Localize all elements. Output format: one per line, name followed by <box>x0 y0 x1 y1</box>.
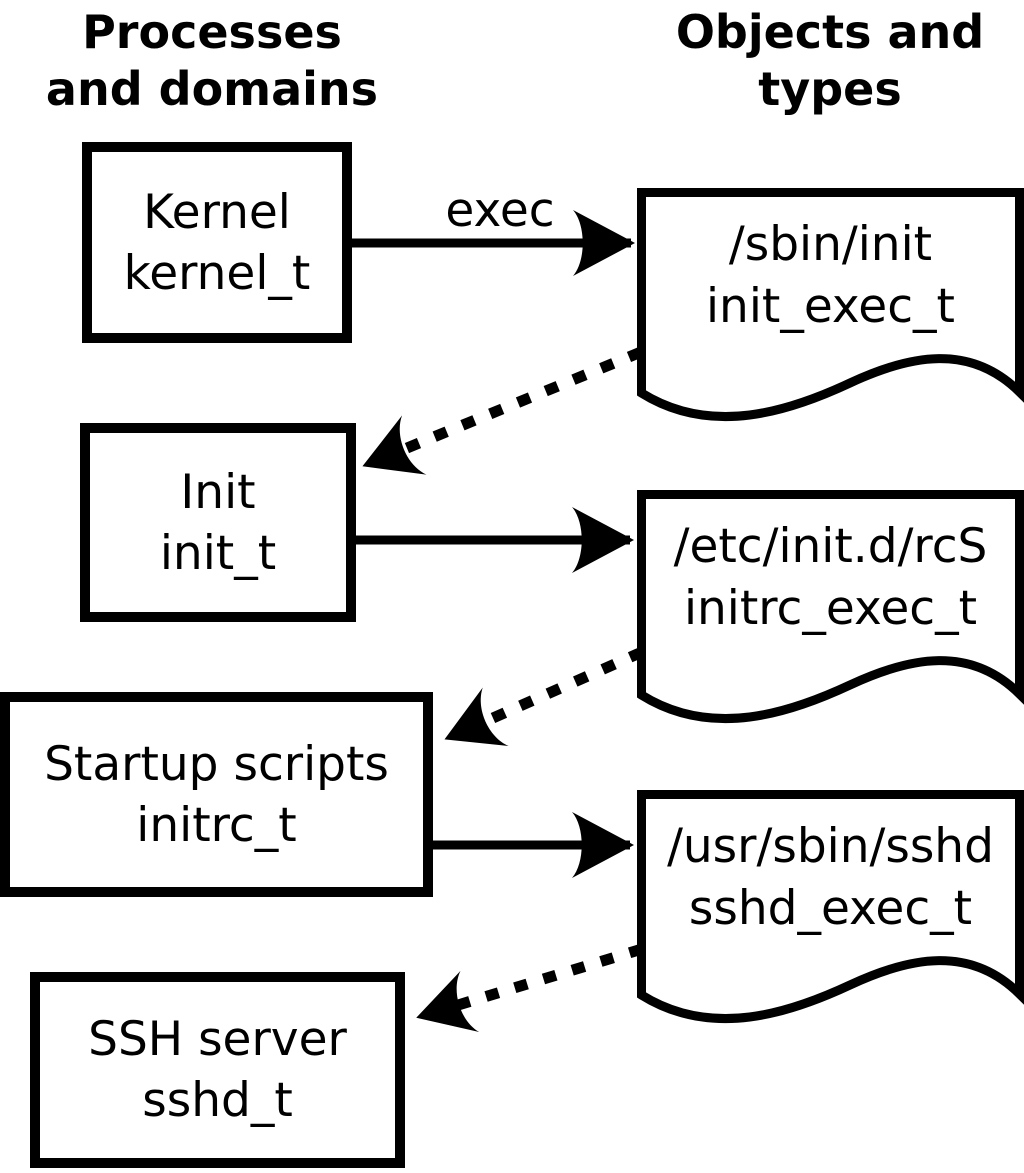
process-name: Init <box>180 464 256 520</box>
process-box-kernel: Kernel kernel_t <box>82 142 352 343</box>
object-path: /etc/init.d/rcS <box>673 519 988 574</box>
transition-arrow-initrc-exec-to-startup <box>444 646 645 747</box>
object-file-type: init_exec_t <box>706 279 955 334</box>
column-header-objects-line1: Objects and <box>675 5 985 59</box>
object-path: /usr/sbin/sshd <box>667 819 994 874</box>
object-document-initrc-exec: /etc/init.d/rcS initrc_exec_t <box>637 490 1024 738</box>
document-shape-icon <box>637 790 1024 1024</box>
object-path: /sbin/init <box>728 217 933 272</box>
process-box-startup-scripts: Startup scripts initrc_t <box>0 692 433 897</box>
process-name: Kernel <box>143 184 291 240</box>
transition-arrow-sshd-exec-to-sshd <box>416 943 644 1033</box>
process-domain-type: initrc_t <box>136 797 297 853</box>
process-name: Startup scripts <box>44 736 389 792</box>
object-file-type: initrc_exec_t <box>683 581 978 636</box>
column-header-processes: Processes and domains <box>20 4 404 118</box>
process-domain-type: sshd_t <box>142 1073 293 1128</box>
transition-arrow-init-exec-to-init <box>362 346 644 475</box>
column-header-objects-line2: types <box>758 62 902 116</box>
column-header-processes-line1: Processes <box>82 5 342 59</box>
object-file-type: sshd_exec_t <box>688 881 973 936</box>
document-shape-icon <box>637 188 1024 422</box>
process-box-ssh-server: SSH server sshd_t <box>30 972 405 1168</box>
document-shape-icon <box>637 490 1024 724</box>
process-domain-type: init_t <box>159 525 277 581</box>
column-header-processes-line2: and domains <box>45 62 379 116</box>
exec-edge-label: exec <box>445 183 555 238</box>
process-name: SSH server <box>88 1012 347 1067</box>
object-document-sshd-exec: /usr/sbin/sshd sshd_exec_t <box>637 790 1024 1038</box>
process-domain-type: kernel_t <box>123 245 311 301</box>
column-header-objects: Objects and types <box>636 4 1024 118</box>
process-box-init: Init init_t <box>80 423 356 622</box>
object-document-init-exec: /sbin/init init_exec_t <box>637 188 1024 436</box>
